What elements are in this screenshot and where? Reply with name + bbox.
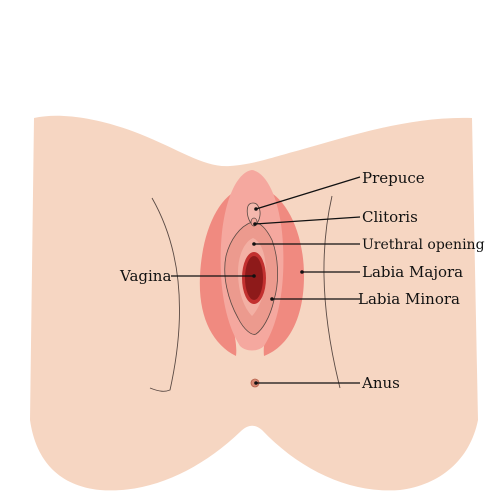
label-labia-minora: Labia Minora [358, 290, 460, 308]
vaginal-opening [245, 256, 263, 300]
label-anus: Anus [361, 374, 400, 392]
leader-clitoris-dot [253, 222, 257, 226]
label-prepuce: Prepuce [362, 169, 425, 187]
leader-labia-majora-dot [300, 270, 304, 274]
label-urethral-opening: Urethral opening [362, 237, 485, 253]
leader-labia-minora-dot [270, 297, 274, 301]
leader-urethral-opening-dot [252, 242, 256, 246]
leader-anus-dot [254, 381, 258, 385]
right-thigh-crease [323, 195, 341, 389]
leader-vagina-dot [252, 274, 256, 278]
leader-prepuce [255, 176, 361, 210]
label-labia-majora: Labia Majora [362, 263, 463, 281]
leader-clitoris [254, 216, 361, 225]
label-vagina: Vagina [119, 267, 171, 285]
leader-prepuce-dot [254, 207, 258, 211]
left-thigh-crease [149, 197, 181, 392]
label-clitoris: Clitoris [362, 208, 418, 226]
